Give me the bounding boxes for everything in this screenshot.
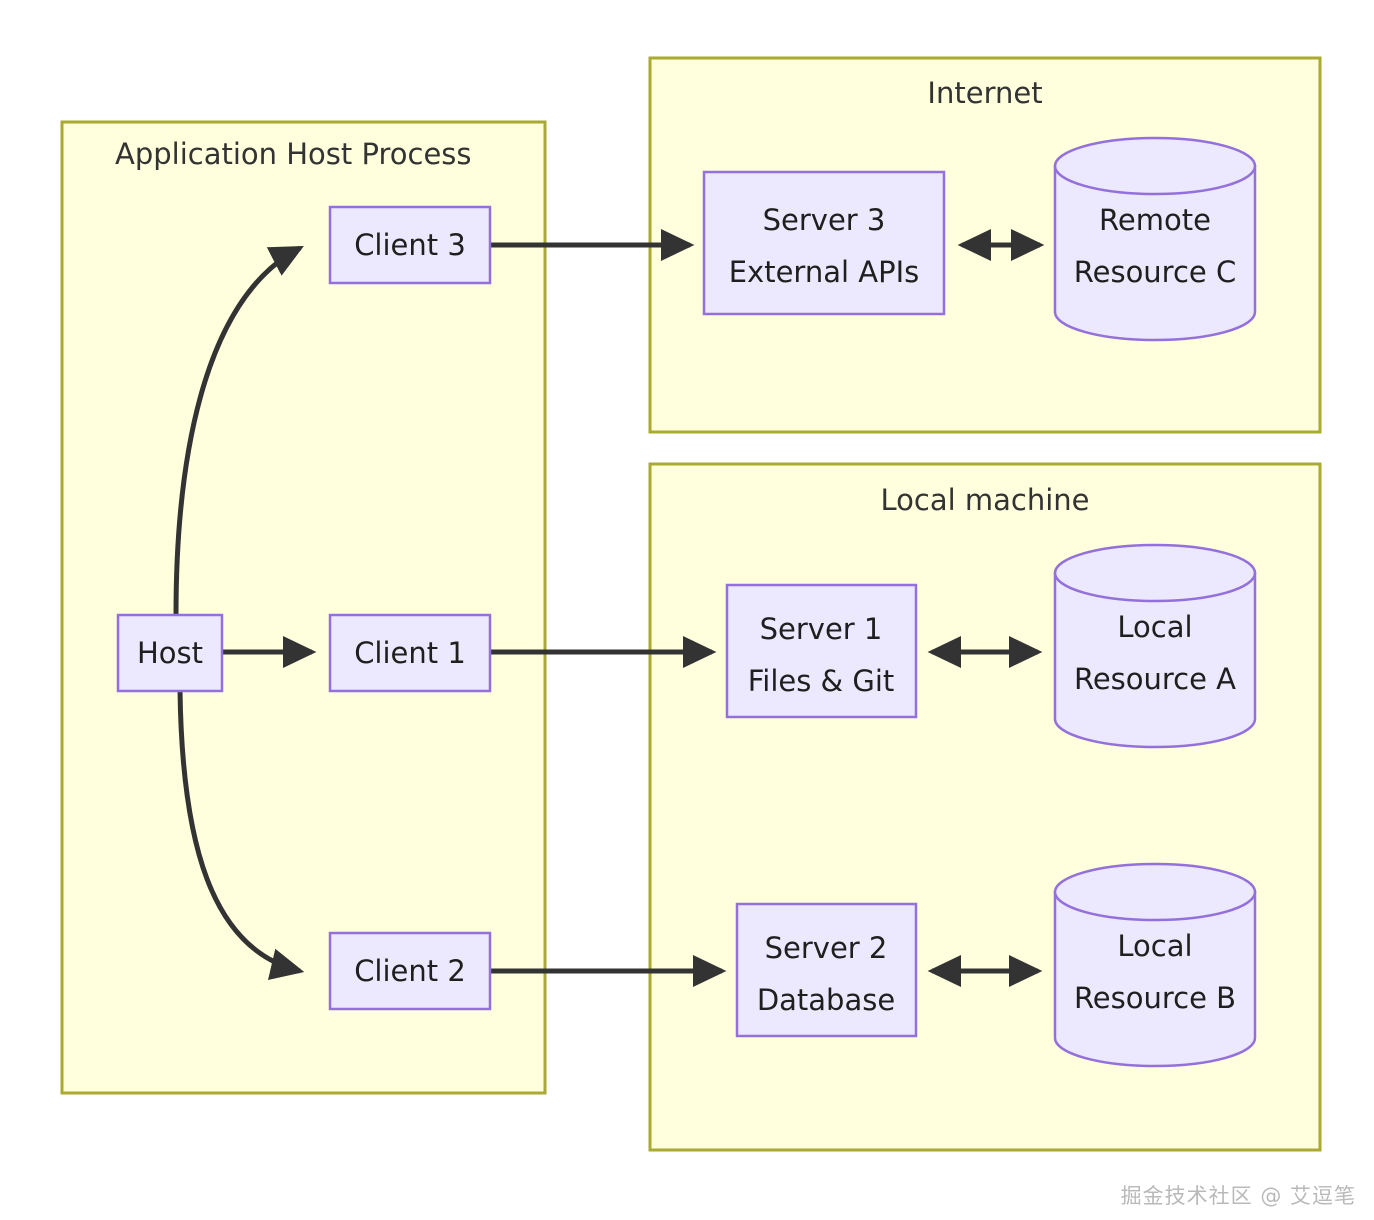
- edge-host-to-client2: [177, 689, 305, 980]
- node-client1[interactable]: Client 1: [328, 613, 492, 693]
- node-server3[interactable]: Server 3 External APIs: [702, 170, 946, 316]
- edge-host-to-client3: [173, 245, 304, 616]
- node-cylinder-top-resourceC: [1053, 136, 1257, 196]
- node-label-server2-line1: Server 2: [765, 931, 888, 965]
- node-cylinder-top-resourceB: [1053, 862, 1257, 922]
- node-label-server3-line1: Server 3: [763, 203, 886, 237]
- node-server1[interactable]: Server 1 Files & Git: [725, 583, 918, 719]
- node-label-resourceC-line2: Resource C: [1074, 255, 1236, 289]
- node-label-resourceC-line1: Remote: [1099, 203, 1211, 237]
- node-box-server1[interactable]: [725, 583, 918, 719]
- edges-layer: [173, 228, 1045, 988]
- group-title-local-machine: Local machine: [880, 483, 1089, 517]
- node-box-client2[interactable]: [328, 931, 492, 1011]
- node-box-client1[interactable]: [328, 613, 492, 693]
- node-label-resourceA-line2: Resource A: [1074, 662, 1236, 696]
- group-title-internet: Internet: [927, 76, 1042, 110]
- node-label-server2-line2: Database: [757, 983, 895, 1017]
- node-box-server3[interactable]: [702, 170, 946, 316]
- node-label-resourceB-line2: Resource B: [1074, 981, 1236, 1015]
- node-box-server2[interactable]: [735, 902, 918, 1038]
- node-cylinder-body-resourceC[interactable]: [1053, 164, 1257, 342]
- node-resourceA[interactable]: Local Resource A: [1053, 543, 1257, 749]
- node-label-client2: Client 2: [354, 954, 466, 988]
- node-label-resourceB-line1: Local: [1117, 929, 1192, 963]
- node-resourceB[interactable]: Local Resource B: [1053, 862, 1257, 1068]
- node-client2[interactable]: Client 2: [328, 931, 492, 1011]
- node-label-client1: Client 1: [354, 636, 466, 670]
- node-server2[interactable]: Server 2 Database: [735, 902, 918, 1038]
- node-cylinder-body-resourceA[interactable]: [1053, 571, 1257, 749]
- node-box-client3[interactable]: [328, 205, 492, 285]
- node-label-resourceA-line1: Local: [1117, 610, 1192, 644]
- node-label-client3: Client 3: [354, 228, 466, 262]
- group-title-app-host-process: Application Host Process: [115, 137, 472, 171]
- node-client3[interactable]: Client 3: [328, 205, 492, 285]
- watermark-text: 掘金技术社区 @ 艾逗笔: [1120, 1184, 1356, 1208]
- node-cylinder-top-resourceA: [1053, 543, 1257, 603]
- node-resourceC[interactable]: Remote Resource C: [1053, 136, 1257, 342]
- node-label-server1-line2: Files & Git: [748, 664, 895, 698]
- node-cylinder-body-resourceB[interactable]: [1053, 890, 1257, 1068]
- node-box-host[interactable]: [116, 613, 224, 693]
- node-label-host: Host: [137, 636, 203, 670]
- node-label-server1-line1: Server 1: [760, 612, 883, 646]
- node-label-server3-line2: External APIs: [729, 255, 920, 289]
- node-host[interactable]: Host: [116, 613, 224, 693]
